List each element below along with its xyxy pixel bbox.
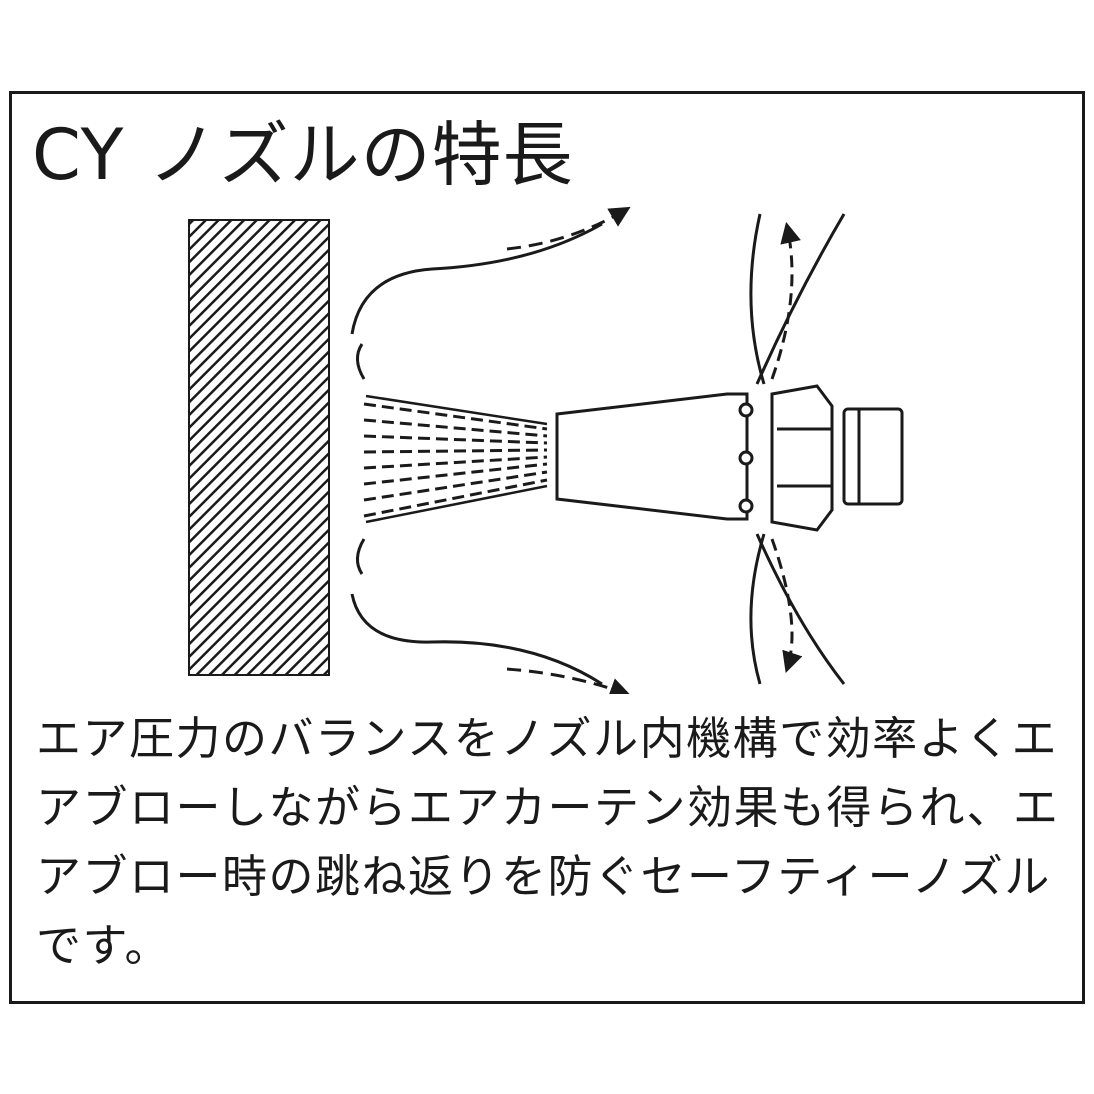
panel-title: CY ノズルの特長: [32, 114, 574, 196]
nozzle-diagram: [188, 206, 904, 694]
air-blow-jet: [363, 394, 548, 524]
nozzle-body: [555, 392, 749, 521]
nozzle-holes: [738, 402, 754, 514]
air-flow-curves: [350, 222, 603, 686]
hex-fitting: [770, 384, 904, 532]
hatched-wall: [188, 219, 330, 676]
feature-panel: CY ノズルの特長: [9, 91, 1085, 1004]
air-curtain-streams: [749, 213, 846, 685]
feature-description: エア圧力のバランスをノズル内機構で効率よくエアブローしながらエアカーテン効果も得…: [36, 712, 1060, 972]
air-flow-arrows: [506, 206, 631, 694]
